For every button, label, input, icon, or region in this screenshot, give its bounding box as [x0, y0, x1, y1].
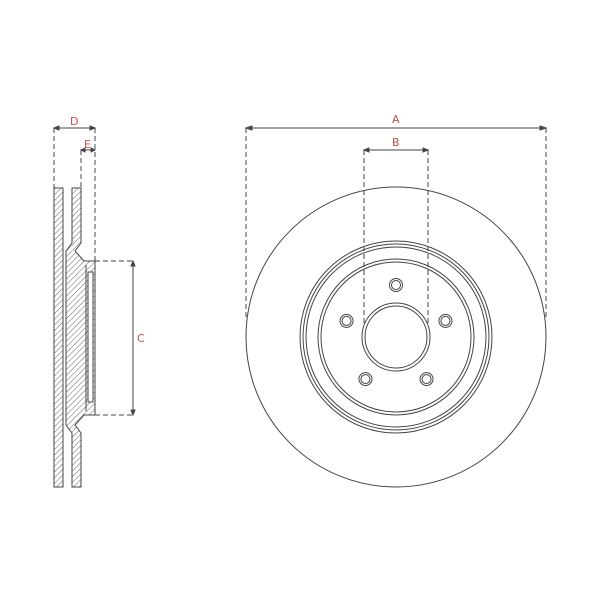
bolt-hole [360, 374, 371, 385]
bolt-hole [358, 372, 373, 387]
label-d: D [70, 115, 78, 128]
label-b: B [392, 136, 400, 149]
disc-outer-edge [245, 186, 547, 488]
center-bore [361, 302, 431, 372]
center-bore-inner [364, 305, 428, 369]
front-view [245, 186, 547, 488]
bolt-hole [391, 280, 401, 290]
hat-ring [305, 246, 487, 428]
hat-ring [299, 240, 493, 434]
label-e: E [84, 138, 91, 151]
outer-friction-plate [53, 187, 64, 488]
bolt-hole [440, 315, 451, 326]
hub-ring [317, 258, 475, 416]
dimension-a [244, 125, 548, 320]
dimension-d [52, 125, 97, 261]
label-c: C [137, 332, 145, 345]
dimension-b [362, 147, 430, 325]
hub-ring [320, 261, 472, 413]
bolt-hole [419, 372, 434, 387]
bolt-hole [438, 313, 453, 328]
hat-ring [302, 243, 490, 431]
dimension-c [95, 259, 136, 417]
bolt-hole [341, 315, 352, 326]
hat-window [87, 271, 94, 403]
bolt-hole [421, 374, 432, 385]
bolt-hole [339, 313, 354, 328]
bolt-holes [339, 278, 453, 387]
side-section-view [53, 187, 96, 488]
label-a: A [392, 113, 400, 126]
bolt-hole [389, 278, 403, 292]
